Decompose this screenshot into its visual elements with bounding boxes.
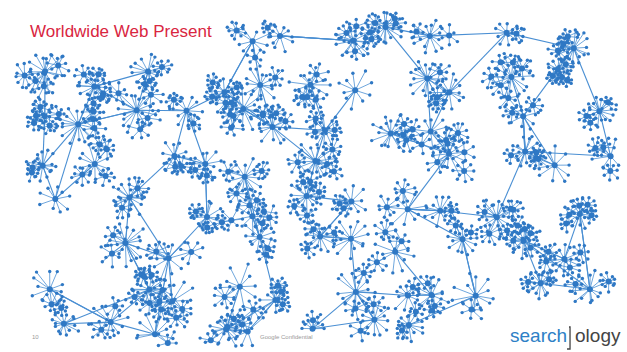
link-line	[125, 243, 126, 267]
link-line	[187, 111, 206, 164]
link-line	[289, 82, 310, 85]
link-line	[574, 48, 600, 111]
link-line	[387, 207, 408, 209]
link-line	[161, 258, 169, 279]
link-line	[242, 88, 243, 109]
link-line	[174, 111, 186, 156]
link-line	[355, 71, 365, 90]
link-line	[511, 76, 533, 77]
